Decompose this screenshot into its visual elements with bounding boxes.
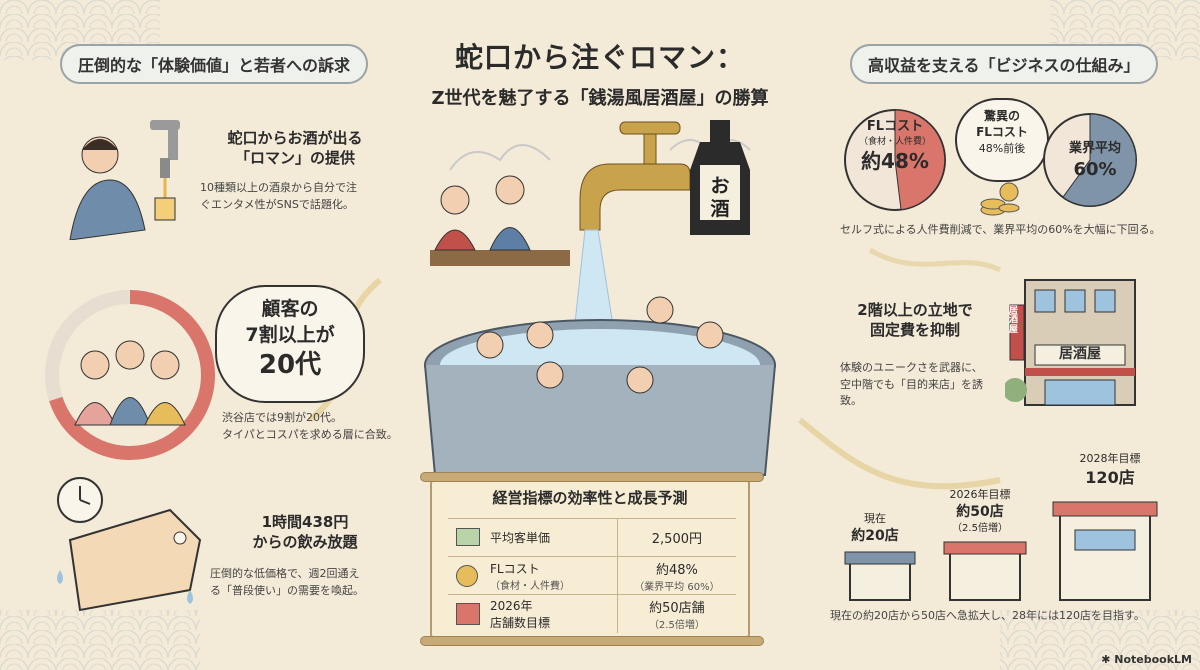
left-block1-heading-l1: 蛇口からお酒が出る	[227, 129, 363, 147]
store-goal-l1: 2028年目標	[1079, 452, 1141, 465]
row3-value: 約50店舗	[649, 600, 705, 616]
right-block2-heading-l1: 2階以上の立地で	[857, 301, 973, 319]
right-block2-desc-l1: 体験のユニークさを武器に、	[840, 361, 983, 374]
metric-label: 2026年 店舗数目標	[448, 594, 618, 633]
right-block2-desc: 体験のユニークさを武器に、 空中階でも「目的来店」を誘致。	[840, 360, 1000, 410]
left-block1-desc-l2: ぐエンタメ性がSNSで話題化。	[200, 197, 354, 211]
store-now-l1: 現在	[864, 512, 886, 525]
metric-label: FLコスト （食材・人件費）	[448, 556, 618, 595]
metrics-title: 経営指標の効率性と成長予測	[492, 489, 688, 507]
left-section-pill: 圧倒的な「体験価値」と若者への訴求	[60, 44, 369, 84]
industry-avg-pie	[1043, 113, 1137, 207]
metrics-table: 平均客単価 2,500円 FLコスト （食材・人件費） 約48% （業界平均 6…	[448, 518, 736, 633]
bath-tap-illustration	[424, 120, 776, 476]
price-tag-illustration	[57, 477, 202, 612]
coins-icon	[456, 565, 478, 587]
left-block3-desc: 圧倒的な低価格で、週2回通え る「普段使い」の需要を喚起。	[210, 566, 390, 599]
left-block3-heading-l1: 1時間438円	[261, 513, 349, 531]
metric-value: 2,500円	[616, 518, 736, 557]
building-sign-horizontal: 居酒屋	[1059, 346, 1101, 362]
table-row: FLコスト （食材・人件費） 約48% （業界平均 60%）	[448, 556, 736, 595]
store-growth-illustration	[844, 501, 1158, 601]
left-block1-heading: 蛇口からお酒が出る 「ロマン」の提供	[210, 128, 380, 169]
surprise-l2: FLコスト	[976, 125, 1028, 140]
metrics-scroll: 経営指標の効率性と成長予測 平均客単価 2,500円 FLコスト （食材・人件費…	[420, 472, 764, 646]
store-mid-l1: 2026年目標	[949, 488, 1011, 501]
store-mid: 2026年目標 約50店 （2.5倍増）	[935, 488, 1025, 535]
avg-l1: 業界平均	[1068, 141, 1121, 156]
izakaya-building	[1005, 279, 1136, 406]
title-line1: 蛇口から注ぐロマン：	[454, 41, 745, 74]
brand-label: NotebookLM	[1114, 653, 1192, 666]
row2-value-sub: （業界平均 60%）	[634, 581, 720, 593]
metric-value: 約50店舗 （2.5倍増）	[616, 594, 736, 633]
row3-label-sub: 店舗数目標	[490, 615, 551, 630]
metric-value: 約48% （業界平均 60%）	[616, 556, 736, 595]
coins-icon	[980, 182, 1020, 216]
cash-icon	[456, 528, 480, 546]
stores-desc: 現在の約20店から50店へ急拡大し、28年には120店を目指す。	[830, 609, 1145, 622]
age-ring-chart	[45, 290, 215, 460]
left-block1-heading-l2: 「ロマン」の提供	[234, 149, 355, 168]
fl-surprise-bubble: 驚異の FLコスト 48%前後	[955, 98, 1049, 182]
fl-circle-l2: （食材・人件費）	[858, 136, 931, 147]
brand-icon: ✱	[1101, 653, 1115, 666]
right-block2-heading-l2: 固定費を抑制	[869, 321, 960, 340]
left-block3-desc-l1: 圧倒的な低価格で、週2回通え	[210, 567, 360, 580]
store-now: 現在 約20店	[850, 512, 900, 546]
bubble-line1: 顧客の	[261, 298, 319, 320]
avg-circle-text: 業界平均 60%	[1050, 140, 1140, 182]
store-mid-l2: 約50店	[956, 503, 1004, 520]
store-goal: 2028年目標 120店	[1060, 452, 1160, 488]
customer-age-bubble: 顧客の 7割以上が 20代	[215, 285, 365, 403]
page-title: 蛇口から注ぐロマン： Z世代を魅了する「銭湯風居酒屋」の勝算	[390, 36, 810, 110]
building-sign-vertical: 居酒屋	[1009, 306, 1019, 335]
fl-circle-l3: 約48%	[861, 148, 929, 173]
left-block3-desc-l2: る「普段使い」の需要を喚起。	[210, 583, 364, 597]
row2-label: FLコスト	[490, 561, 540, 576]
surprise-l1: 驚異の	[983, 109, 1020, 123]
left-block3-heading-l2: からの飲み放題	[252, 533, 358, 552]
bubble-line2: 7割以上が	[245, 323, 335, 346]
left-block1-desc: 10種類以上の酒泉から自分で注 ぐエンタメ性がSNSで話題化。	[200, 180, 390, 213]
left-block3-heading: 1時間438円 からの飲み放題	[225, 512, 385, 553]
bottle-label: お酒	[710, 175, 730, 220]
row2-label-sub: （食材・人件費）	[490, 580, 570, 592]
fl-circle-text: FLコスト （食材・人件費） 約48%	[845, 118, 945, 175]
left-block1-desc-l1: 10種類以上の酒泉から自分で注	[200, 181, 357, 194]
right-section-pill: 高収益を支える「ビジネスの仕組み」	[850, 44, 1158, 84]
scroll-rod-top	[420, 472, 764, 482]
row1-label: 平均客単価	[490, 531, 551, 545]
avg-l2: 60%	[1073, 158, 1117, 180]
bubble-line3: 20代	[258, 350, 322, 381]
notebooklm-logo: ✱ NotebookLM	[1101, 653, 1192, 666]
row3-value-sub: （2.5倍増）	[648, 619, 705, 631]
shop-icon	[456, 603, 480, 625]
store-now-l2: 約20店	[851, 527, 899, 544]
table-row: 2026年 店舗数目標 約50店舗 （2.5倍増）	[448, 594, 736, 633]
fl-cost-pie	[844, 109, 946, 211]
scroll-rod-bottom	[420, 636, 764, 646]
row2-value: 約48%	[655, 562, 698, 578]
left-block2-desc: 渋谷店では9割が20代。 タイパとコスパを求める層に合致。	[222, 410, 402, 443]
left-block2-desc-l2: タイパとコスパを求める層に合致。	[222, 427, 398, 441]
right-block2-desc-l2: 空中階でも「目的来店」を誘致。	[840, 377, 983, 408]
table-row: 平均客単価 2,500円	[448, 518, 736, 557]
left-block2-desc-l1: 渋谷店では9割が20代。	[222, 411, 342, 424]
store-goal-l2: 120店	[1085, 467, 1135, 487]
row1-value: 2,500円	[651, 532, 702, 547]
surprise-l3: 48%前後	[978, 142, 1026, 156]
fl-circle-l1: FLコスト	[866, 119, 924, 134]
fl-desc: セルフ式による人件費削減で、業界平均の60%を大幅に下回る。	[840, 223, 1161, 236]
title-line2: Z世代を魅了する「銭湯風居酒屋」の勝算	[431, 88, 769, 109]
row3-label: 2026年	[490, 598, 533, 613]
metric-label: 平均客単価	[448, 518, 618, 557]
store-mid-l3: （2.5倍増）	[952, 522, 1008, 534]
right-block2-heading: 2階以上の立地で 固定費を抑制	[830, 300, 1000, 341]
tap-pour-illustration	[69, 120, 180, 240]
